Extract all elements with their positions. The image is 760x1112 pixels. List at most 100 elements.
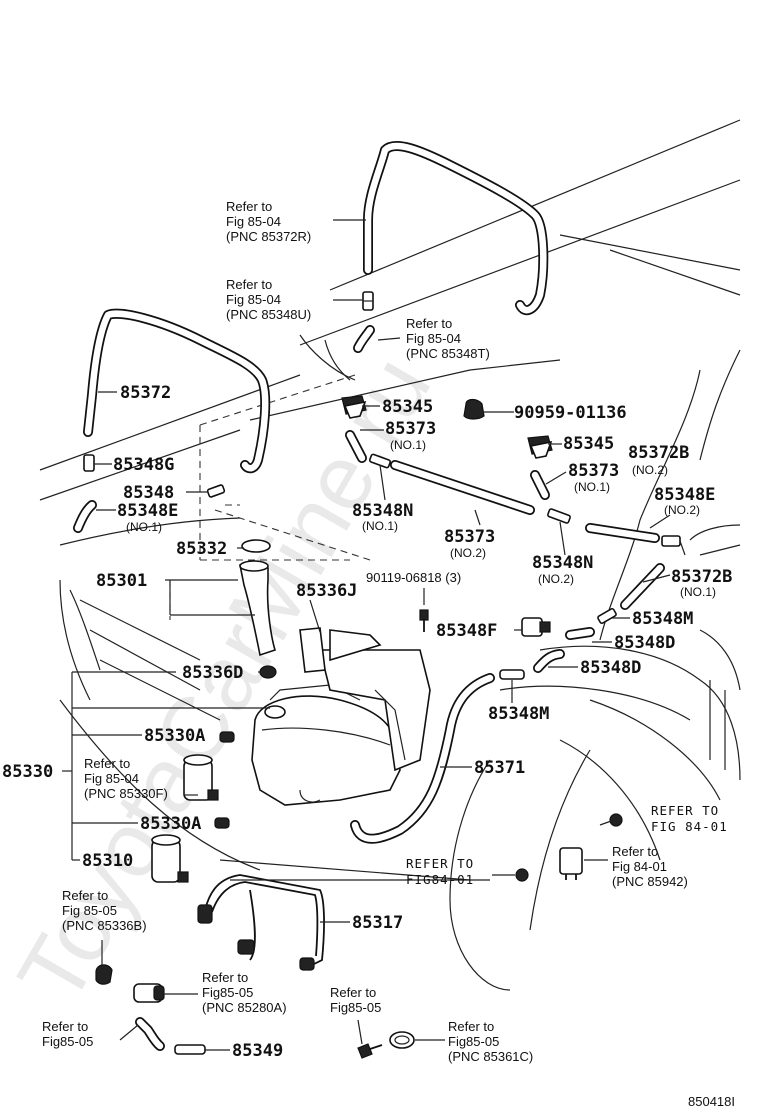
ref-fig-84-01-upper[interactable]: REFER TO FIG 84-01 <box>651 803 728 834</box>
label-85372B-no2[interactable]: 85372B <box>628 443 689 463</box>
check-valve-85348F[interactable] <box>521 617 551 637</box>
svg-text:(PNC 85348U): (PNC 85348U) <box>226 307 311 322</box>
label-85301[interactable]: 85301 <box>96 571 147 591</box>
ref-85361C[interactable]: Refer to Fig85-05 (PNC 85361C) <box>448 1019 533 1064</box>
svg-text:(PNC 85361C): (PNC 85361C) <box>448 1049 533 1064</box>
ref-fig-85-05-middle[interactable]: Refer to Fig85-05 <box>330 985 381 1015</box>
filler-neck-85301[interactable] <box>239 560 276 657</box>
hose-85372R <box>363 141 549 316</box>
nut-84-01-b <box>515 868 529 882</box>
label-85336D[interactable]: 85336D <box>182 663 243 683</box>
label-85345-left[interactable]: 85345 <box>382 397 433 417</box>
svg-text:REFER TO: REFER TO <box>406 856 474 871</box>
label-85348E-no1-qualifier: (NO.1) <box>126 520 162 534</box>
label-85345-right[interactable]: 85345 <box>563 434 614 454</box>
label-85332[interactable]: 85332 <box>176 539 227 559</box>
label-85348N-no2[interactable]: 85348N <box>532 553 593 573</box>
svg-text:Refer to: Refer to <box>448 1019 494 1034</box>
bracket-85336J[interactable] <box>299 627 326 673</box>
label-85349[interactable]: 85349 <box>232 1041 283 1061</box>
label-85330[interactable]: 85330 <box>2 762 53 782</box>
grommet-85336D[interactable] <box>259 665 277 679</box>
label-85373-no2-qualifier: (NO.2) <box>450 546 486 560</box>
label-85348M-right[interactable]: 85348M <box>632 609 693 629</box>
clamp-85361C[interactable] <box>389 1031 415 1049</box>
label-85310[interactable]: 85310 <box>82 851 133 871</box>
label-85373-no1-right-qualifier: (NO.1) <box>574 480 610 494</box>
bolt-90119[interactable] <box>419 609 429 632</box>
bolt-85-05[interactable] <box>357 1043 383 1059</box>
label-85348N-no2-qualifier: (NO.2) <box>538 572 574 586</box>
svg-text:Fig 85-04: Fig 85-04 <box>84 771 139 786</box>
ref-fig-84-01-lower[interactable]: REFER TO FIG84-01 <box>406 856 474 887</box>
clamp-85336B[interactable] <box>95 964 113 985</box>
hose-elbow-85-05[interactable] <box>135 1017 165 1051</box>
hose-85373-no1-b[interactable] <box>530 470 550 500</box>
svg-text:Fig85-05: Fig85-05 <box>448 1034 499 1049</box>
label-85348N-no1[interactable]: 85348N <box>352 501 413 521</box>
filler-cap-85332[interactable] <box>241 539 271 553</box>
svg-text:Refer to: Refer to <box>406 316 452 331</box>
label-85348G[interactable]: 85348G <box>113 455 174 475</box>
grommet-85280A[interactable] <box>133 983 165 1003</box>
hose-85372B-no2[interactable] <box>585 523 660 543</box>
ref-85280A[interactable]: Refer to Fig85-05 (PNC 85280A) <box>202 970 287 1015</box>
hose-85373-no2[interactable] <box>390 460 535 515</box>
nozzle-85345-left[interactable] <box>341 395 367 419</box>
svg-text:Fig 85-05: Fig 85-05 <box>62 903 117 918</box>
reference-notes: Refer to Fig 85-04 (PNC 85372R) Refer to… <box>42 199 728 1064</box>
pump-85310[interactable] <box>151 834 189 883</box>
label-85373-no1-left-qualifier: (NO.1) <box>390 438 426 452</box>
ref-85348T[interactable]: Refer to Fig 85-04 (PNC 85348T) <box>406 316 490 361</box>
label-85348E-no1[interactable]: 85348E <box>117 501 178 521</box>
label-85348M-lower[interactable]: 85348M <box>488 704 549 724</box>
svg-text:Refer to: Refer to <box>226 199 272 214</box>
label-85348D-upper[interactable]: 85348D <box>614 633 675 653</box>
svg-text:Fig85-05: Fig85-05 <box>330 1000 381 1015</box>
hose-85371[interactable] <box>350 673 495 844</box>
label-85330A-lower[interactable]: 85330A <box>140 814 201 834</box>
ref-85942[interactable]: Refer to Fig 84-01 (PNC 85942) <box>612 844 688 889</box>
ref-85372R[interactable]: Refer to Fig 85-04 (PNC 85372R) <box>226 199 311 244</box>
ref-85348U[interactable]: Refer to Fig 85-04 (PNC 85348U) <box>226 277 311 322</box>
svg-text:Refer to: Refer to <box>612 844 658 859</box>
label-85330A-upper[interactable]: 85330A <box>144 726 205 746</box>
grommet-85330A-b[interactable] <box>214 817 230 829</box>
label-85371[interactable]: 85371 <box>474 758 525 778</box>
label-85317[interactable]: 85317 <box>352 913 403 933</box>
relay-85942[interactable] <box>559 847 583 880</box>
label-90959-01136[interactable]: 90959-01136 <box>514 403 627 423</box>
svg-text:FIG 84-01: FIG 84-01 <box>651 819 728 834</box>
clip-90959[interactable] <box>463 398 485 420</box>
label-85348[interactable]: 85348 <box>123 483 174 503</box>
ref-fig-85-05-left[interactable]: Refer to Fig85-05 <box>42 1019 93 1049</box>
ref-85336B[interactable]: Refer to Fig 85-05 (PNC 85336B) <box>62 888 147 933</box>
grommet-85330A-a[interactable] <box>219 731 235 743</box>
hose-85373-no1-a[interactable] <box>345 430 367 463</box>
hose-85372B-no1[interactable] <box>620 563 665 610</box>
wire-85317[interactable] <box>197 874 325 971</box>
label-85336J[interactable]: 85336J <box>296 581 357 601</box>
label-85373-no2[interactable]: 85373 <box>444 527 495 547</box>
hose-85348D[interactable] <box>533 627 595 673</box>
label-85372[interactable]: 85372 <box>120 383 171 403</box>
label-85373-no1-right[interactable]: 85373 <box>568 461 619 481</box>
pump-motor-85330F[interactable] <box>183 754 219 801</box>
label-85348F[interactable]: 85348F <box>436 621 497 641</box>
ref-85330F[interactable]: Refer to Fig 85-04 (PNC 85330F) <box>84 756 168 801</box>
hose-85372[interactable] <box>83 308 271 474</box>
washer-tank-85301[interactable] <box>251 629 431 806</box>
nozzle-85345-right[interactable] <box>527 435 553 459</box>
svg-text:REFER TO: REFER TO <box>651 803 719 818</box>
label-85372B-no1[interactable]: 85372B <box>671 567 732 587</box>
label-90119-06818[interactable]: 90119-06818 (3) <box>366 570 461 585</box>
svg-text:Refer to: Refer to <box>202 970 248 985</box>
label-85373-no1-left[interactable]: 85373 <box>385 419 436 439</box>
svg-text:(PNC 85942): (PNC 85942) <box>612 874 688 889</box>
label-85348D-lower[interactable]: 85348D <box>580 658 641 678</box>
svg-text:Fig 85-04: Fig 85-04 <box>226 292 281 307</box>
connectors <box>83 291 681 1055</box>
svg-text:(PNC 85372R): (PNC 85372R) <box>226 229 311 244</box>
label-85348E-no2[interactable]: 85348E <box>654 485 715 505</box>
hose-85348E-no1[interactable] <box>73 500 97 533</box>
